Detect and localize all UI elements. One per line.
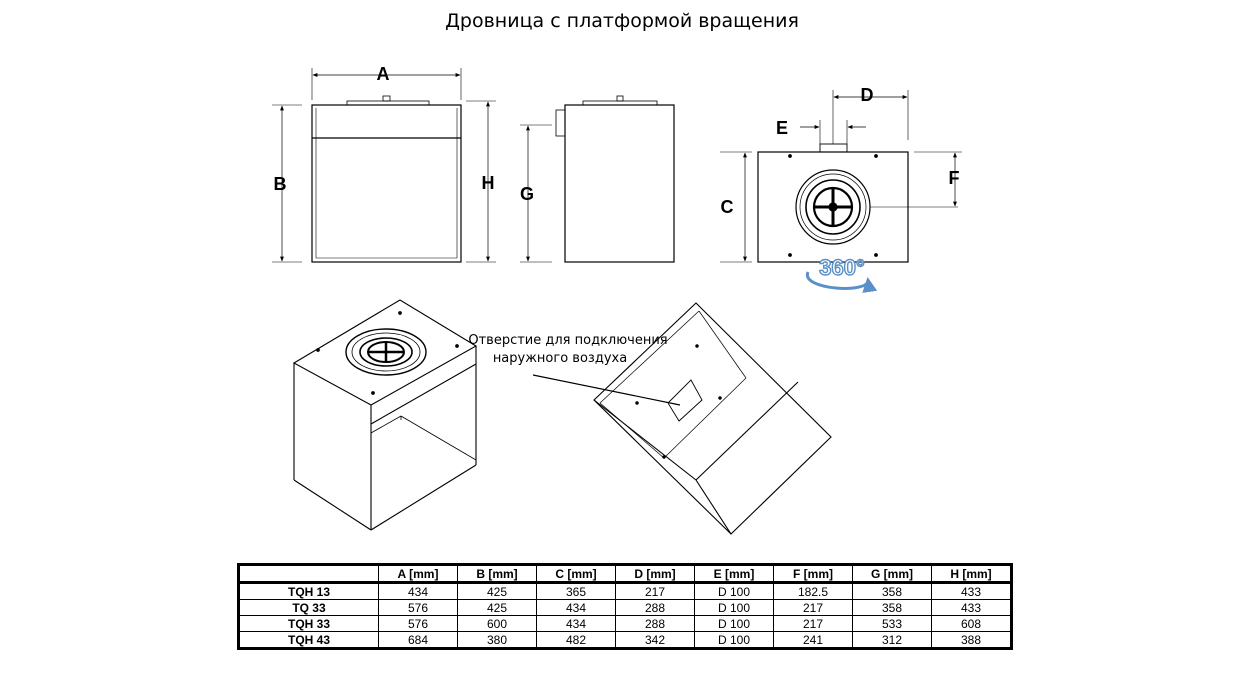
table-cell-model: TQH 33	[238, 615, 379, 632]
dim-label-a: A	[377, 64, 390, 84]
table-cell: 358	[852, 599, 932, 616]
table-header-cell: D [mm]	[615, 564, 695, 584]
side-view	[520, 95, 675, 263]
isometric-cabinet	[292, 299, 478, 531]
table-header-cell: A [mm]	[378, 564, 458, 584]
table-header-row: A [mm] B [mm] C [mm] D [mm] E [mm] F [mm…	[238, 564, 1012, 584]
table-cell: 288	[615, 615, 695, 632]
table-cell: 434	[536, 615, 616, 632]
table-cell: 380	[457, 631, 537, 649]
dim-label-d: D	[861, 85, 874, 105]
table-cell-model: TQH 13	[238, 582, 379, 600]
technical-drawing: A B H G	[272, 64, 962, 535]
dimensions-table: A [mm] B [mm] C [mm] D [mm] E [mm] F [mm…	[237, 563, 1013, 650]
table-cell: 241	[773, 631, 853, 649]
table-cell: 533	[852, 615, 932, 632]
table-cell: 217	[773, 615, 853, 632]
dim-label-c: C	[721, 197, 734, 217]
page-title: Дровница с платформой вращения	[445, 10, 799, 32]
table-cell: 217	[773, 599, 853, 616]
table-cell: 425	[457, 599, 537, 616]
table-cell: 434	[378, 582, 458, 600]
front-view	[272, 68, 496, 263]
isometric-rotated-box	[593, 302, 832, 535]
table-cell: 433	[931, 599, 1012, 616]
table-cell: D 100	[694, 599, 774, 616]
rotation-icon: 360°	[806, 254, 878, 293]
table-row: TQH 33 576 600 434 288 D 100 217 533 608	[238, 615, 1012, 632]
dim-label-g: G	[520, 184, 534, 204]
callout-leader-line	[532, 374, 681, 406]
table-cell: 434	[536, 599, 616, 616]
table-row: TQ 33 576 425 434 288 D 100 217 358 433	[238, 599, 1012, 616]
table-cell: 182.5	[773, 582, 853, 600]
table-cell: 576	[378, 599, 458, 616]
table-header-cell: F [mm]	[773, 564, 853, 584]
table-cell-model: TQH 43	[238, 631, 379, 649]
table-cell: 576	[378, 615, 458, 632]
table-cell: 433	[931, 582, 1012, 600]
table-cell: 358	[852, 582, 932, 600]
table-header-cell	[238, 564, 379, 584]
rotation-label: 360°	[819, 255, 865, 280]
table-cell: 425	[457, 582, 537, 600]
table-header-cell: H [mm]	[931, 564, 1012, 584]
table-header-cell: C [mm]	[536, 564, 616, 584]
table-cell: 365	[536, 582, 616, 600]
table-cell: 388	[931, 631, 1012, 649]
table-row: TQH 43 684 380 482 342 D 100 241 312 388	[238, 631, 1012, 649]
callout-line-1: Отверстие для подключения	[468, 333, 667, 348]
table-header-cell: B [mm]	[457, 564, 537, 584]
top-view	[720, 90, 962, 263]
table-row: TQH 13 434 425 365 217 D 100 182.5 358 4…	[238, 582, 1012, 600]
table-cell: 600	[457, 615, 537, 632]
table-cell: D 100	[694, 615, 774, 632]
table-cell-model: TQ 33	[238, 599, 379, 616]
table-cell: 342	[615, 631, 695, 649]
dim-label-f: F	[949, 168, 960, 188]
table-cell: 217	[615, 582, 695, 600]
table-cell: D 100	[694, 582, 774, 600]
table-cell: D 100	[694, 631, 774, 649]
table-cell: 482	[536, 631, 616, 649]
table-cell: 684	[378, 631, 458, 649]
dim-label-b: B	[274, 174, 287, 194]
table-cell: 608	[931, 615, 1012, 632]
rotation-arrow-icon	[806, 271, 878, 293]
table-cell: 288	[615, 599, 695, 616]
dim-label-e: E	[776, 118, 788, 138]
table-header-cell: E [mm]	[694, 564, 774, 584]
table-header-cell: G [mm]	[852, 564, 932, 584]
table-cell: 312	[852, 631, 932, 649]
dim-label-h: H	[482, 173, 495, 193]
callout-line-2: наружного воздуха	[493, 351, 627, 366]
